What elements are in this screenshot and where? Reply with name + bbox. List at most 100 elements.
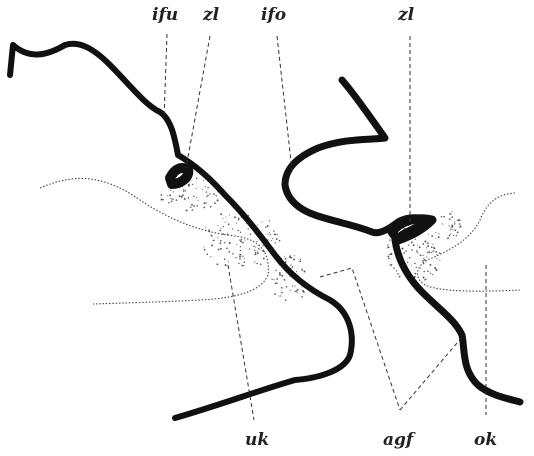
stipple-dot	[455, 229, 457, 231]
stipple-dot	[423, 258, 424, 259]
stipple-dot	[422, 260, 424, 262]
stipple-dot	[240, 250, 241, 251]
stipple-dot	[411, 241, 413, 243]
stipple-dot	[388, 258, 390, 260]
stipple-dot	[234, 216, 236, 218]
stipple-dot	[255, 247, 256, 248]
stipple-dot	[417, 244, 418, 245]
stipple-dot	[222, 233, 224, 235]
stipple-dot	[262, 250, 263, 251]
stipple-dot	[181, 196, 183, 198]
stipple-dot	[456, 235, 457, 236]
label-zl-right: zl	[398, 7, 414, 24]
stipple-dot	[167, 195, 168, 196]
stipple-dot	[193, 205, 195, 207]
stipple-dot	[458, 219, 460, 221]
stipple-dot	[441, 216, 442, 217]
stipple-dot	[301, 286, 302, 287]
stipple-dot	[254, 250, 255, 251]
stipple-dot	[427, 271, 429, 273]
stipple-dot	[216, 263, 218, 265]
stipple-dot	[213, 240, 215, 242]
stipple-dot	[217, 225, 218, 226]
stipple-dot	[240, 232, 241, 233]
stipple-dot	[424, 241, 426, 243]
stipple-dot	[191, 204, 193, 206]
stipple-dot	[170, 198, 171, 199]
stipple-dot	[279, 240, 281, 242]
stipple-dot	[439, 252, 440, 253]
stipple-dot	[203, 180, 204, 181]
stipple-region-left	[161, 178, 306, 301]
stipple-dot	[454, 223, 456, 225]
stipple-dot	[195, 188, 196, 189]
stipple-dot	[300, 259, 301, 260]
stipple-dot	[294, 285, 295, 286]
stipple-dot	[211, 235, 213, 237]
stipple-dot	[217, 237, 218, 238]
stipple-dot	[449, 225, 450, 226]
stipple-dot	[204, 249, 206, 251]
stipple-dot	[420, 268, 421, 269]
stipple-dot	[396, 270, 397, 271]
stipple-dot	[301, 296, 303, 298]
stipple-dot	[183, 191, 184, 192]
stipple-dot	[190, 206, 192, 208]
stipple-dot	[205, 186, 206, 187]
leader-ifu	[164, 34, 167, 118]
stipple-dot	[457, 231, 459, 233]
stipple-dot	[403, 252, 405, 254]
upper-contour-line	[40, 178, 268, 304]
stipple-dot	[435, 232, 436, 233]
stipple-dot	[388, 246, 390, 248]
stipple-dot	[220, 248, 222, 250]
stipple-dot	[232, 228, 233, 229]
stipple-dot	[183, 189, 184, 190]
stipple-dot	[198, 200, 199, 201]
stipple-dot	[435, 238, 436, 239]
stipple-dot	[427, 245, 429, 247]
stipple-dot	[210, 206, 212, 208]
stipple-dot	[241, 265, 243, 267]
stipple-dot	[416, 250, 418, 252]
stipple-dot	[240, 240, 242, 242]
stipple-dot	[206, 191, 207, 192]
stipple-dot	[170, 190, 171, 191]
stipple-dot	[459, 223, 461, 225]
stipple-dot	[430, 273, 431, 274]
stipple-dot	[414, 273, 416, 275]
stipple-dot	[284, 279, 286, 281]
stipple-dot	[449, 218, 451, 220]
stipple-dot	[281, 275, 283, 277]
stipple-dot	[436, 258, 437, 259]
stipple-dot	[215, 203, 216, 204]
stipple-dot	[408, 245, 409, 246]
stipple-dot	[276, 238, 278, 240]
stipple-dot	[274, 279, 275, 280]
stipple-dot	[193, 196, 195, 198]
stipple-dot	[192, 184, 193, 185]
stipple-dot	[249, 248, 250, 249]
stipple-dot	[439, 260, 440, 261]
stipple-dot	[452, 229, 453, 230]
stipple-dot	[427, 242, 429, 244]
stipple-dot	[390, 264, 392, 266]
stipple-dot	[450, 229, 451, 230]
stipple-dot	[258, 248, 259, 249]
stipple-dot	[228, 223, 230, 225]
stipple-dot	[397, 273, 399, 275]
stipple-dot	[265, 227, 266, 228]
stipple-dot	[433, 247, 434, 248]
stipple-dot	[429, 264, 431, 266]
stipple-dot	[459, 227, 460, 228]
stipple-dot	[229, 214, 230, 215]
stipple-dot	[281, 292, 283, 294]
stipple-dot	[428, 234, 429, 235]
stipple-dot	[223, 226, 224, 227]
stipple-dot	[285, 258, 287, 260]
stipple-dot	[217, 199, 219, 201]
stipple-dot	[275, 270, 276, 271]
stipple-dot	[186, 210, 188, 212]
stipple-dot	[256, 241, 257, 242]
stipple-dot	[424, 271, 425, 272]
